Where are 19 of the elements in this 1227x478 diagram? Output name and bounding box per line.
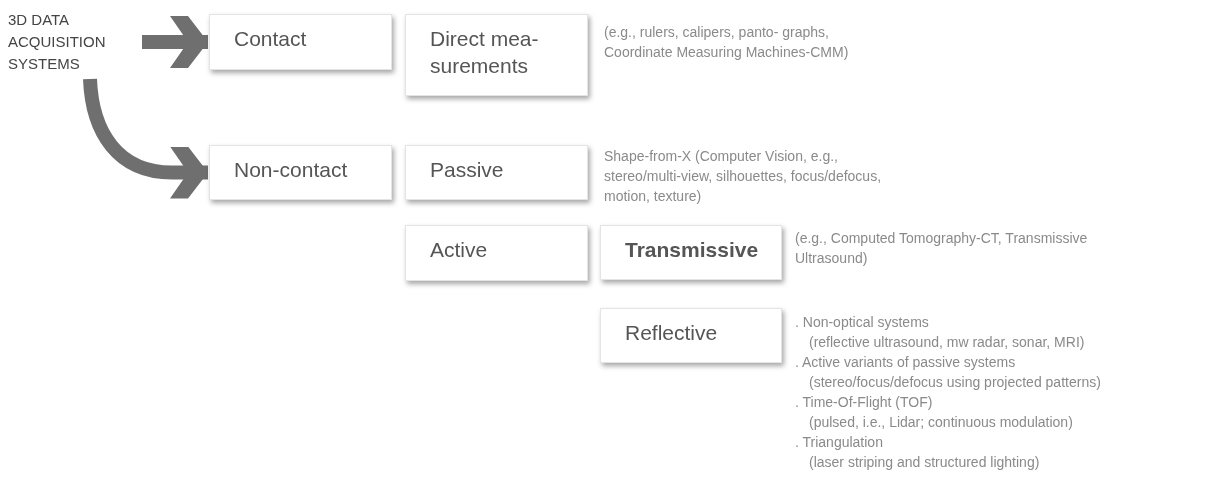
category-box: Transmissive <box>600 225 782 280</box>
description-text: . Active variants of passive systems <box>795 353 1017 372</box>
description-text: (laser striping and structured lighting) <box>808 453 1041 472</box>
category-box: Non-contact <box>209 145 392 200</box>
title-text: 3D DATA ACQUISITION SYSTEMS <box>8 9 138 75</box>
description-text: (e.g., Computed Tomography-CT, Transmissive Ultrasound) <box>795 229 1089 268</box>
description-text: (pulsed, i.e., Lidar; continuous modulation) <box>808 413 1074 432</box>
category-box: Reflective <box>600 308 782 363</box>
description-text: (stereo/focus/defocus using projected patterns) <box>808 373 1102 392</box>
category-box: Contact <box>209 14 392 70</box>
category-box: Direct mea- surements <box>405 14 588 96</box>
description-text: (e.g., rulers, calipers, panto- graphs, Coordinate Measuring Machines-CMM) <box>604 23 850 62</box>
category-box: Passive <box>405 145 588 200</box>
description-text: . Triangulation <box>795 433 884 452</box>
description-text: . Non-optical systems <box>795 313 930 332</box>
description-text: . Time-Of-Flight (TOF) <box>795 393 934 412</box>
description-text: Shape-from-X (Computer Vision, e.g., stereo/multi-view, silhouettes, focus/defocus, motion, texture) <box>604 147 883 206</box>
description-text: (reflective ultrasound, mw radar, sonar, MRI) <box>808 333 1086 352</box>
category-box: Active <box>405 225 588 281</box>
